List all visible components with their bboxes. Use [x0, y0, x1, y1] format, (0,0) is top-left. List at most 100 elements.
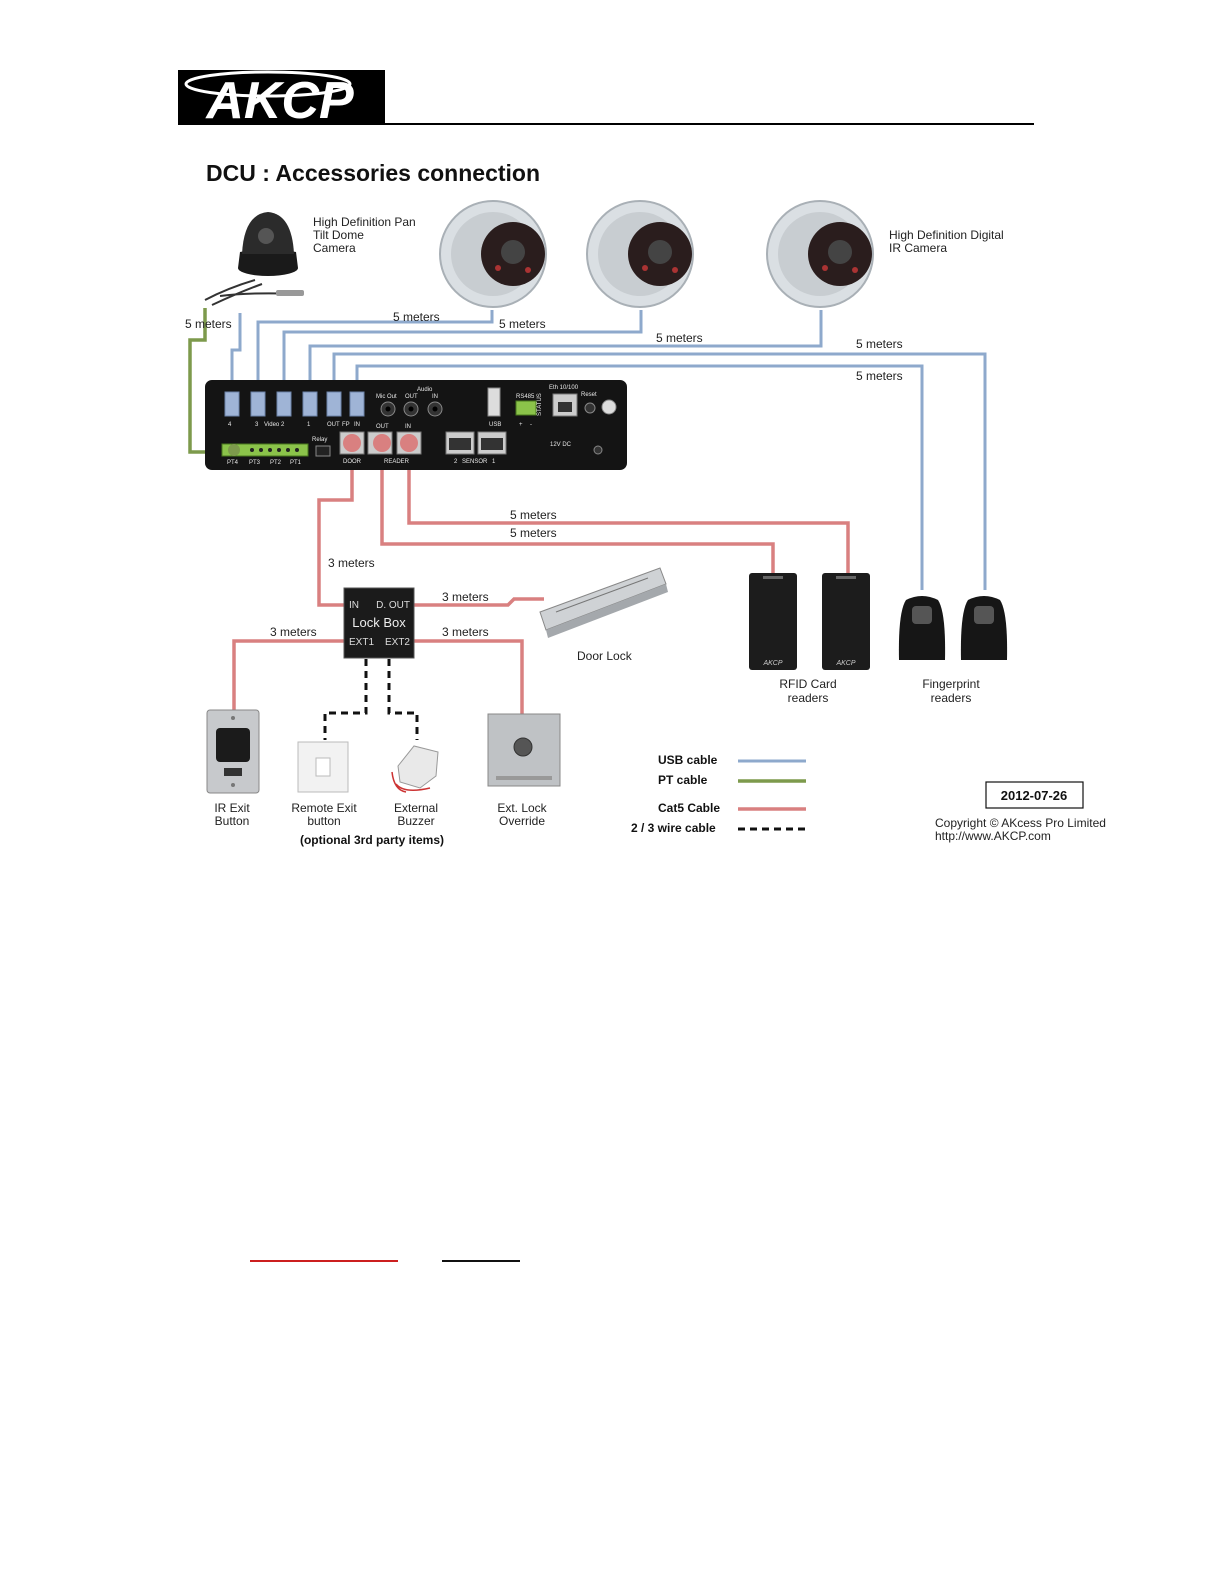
port-status: STATUS [537, 393, 543, 416]
copyright-text: Copyright © AKcess Pro Limited [935, 816, 1106, 830]
rfid-reader-1: AKCP [749, 573, 797, 670]
port-12vdc: 12V DC [550, 442, 572, 448]
port-sensor: SENSOR [462, 459, 488, 465]
lockbox-in: IN [349, 600, 359, 611]
port-rs485: RS485 [516, 394, 535, 400]
svg-text:AKCP: AKCP [762, 660, 782, 667]
fingerprint-reader-1 [899, 596, 945, 660]
relay-terminal [316, 446, 330, 456]
ir-exit-button [207, 710, 259, 793]
port-minus: - [530, 422, 532, 428]
lockbox-title: Lock Box [352, 615, 406, 630]
lock-override [488, 714, 560, 786]
optional-items-note: (optional 3rd party items) [300, 833, 444, 847]
lockbox-ext1: EXT1 [349, 637, 374, 648]
svg-text:High Definition Pan: High Definition Pan [313, 215, 416, 229]
port-audio-in: IN [432, 394, 438, 400]
audio-jacks [381, 402, 442, 416]
port-relay: Relay [312, 437, 327, 443]
remote-exit-label: Remote Exit button [291, 801, 357, 828]
svg-text:Fingerprint: Fingerprint [922, 677, 980, 691]
svg-text:High Definition Digital: High Definition Digital [889, 228, 1004, 242]
dist-fp1: 5 meters [856, 337, 903, 351]
legend: USB cable PT cable Cat5 Cable 2 / 3 wire… [631, 753, 806, 835]
port-pt4: PT4 [227, 460, 239, 466]
port-out: OUT [327, 422, 340, 428]
svg-text:Remote Exit: Remote Exit [291, 801, 357, 815]
svg-text:button: button [307, 814, 340, 828]
svg-text:AKCP: AKCP [835, 660, 855, 667]
svg-text:RFID Card: RFID Card [779, 677, 836, 691]
dist-doorlock: 3 meters [442, 590, 489, 604]
port-fp: FP [342, 422, 350, 428]
legend-wire-label: 2 / 3 wire cable [631, 821, 716, 835]
svg-text:Override: Override [499, 814, 545, 828]
reset-button [585, 403, 595, 413]
page-title: DCU : Accessories connection [206, 160, 540, 186]
port-reader-in: IN [405, 424, 411, 430]
port-audio-out: OUT [405, 394, 418, 400]
rfid-reader-2: AKCP [822, 573, 870, 670]
port-reset: Reset [581, 392, 597, 398]
dist-fp2: 5 meters [856, 369, 903, 383]
legend-cat5-label: Cat5 Cable [658, 801, 720, 815]
door-lock [540, 568, 668, 638]
port-plus: + [519, 422, 523, 428]
svg-text:External: External [394, 801, 438, 815]
legend-pt-label: PT cable [658, 773, 708, 787]
port-micout: Mic Out [376, 394, 397, 400]
port-reader-out: OUT [376, 424, 389, 430]
ir-exit-label: IR Exit Button [214, 801, 250, 828]
usb-host-port [488, 388, 500, 416]
external-buzzer [392, 746, 438, 792]
fingerprint-reader-2 [961, 596, 1007, 660]
svg-text:IR Exit: IR Exit [214, 801, 250, 815]
port-eth: Eth 10/100 [549, 385, 579, 391]
rfid-label: RFID Card readers [779, 677, 836, 705]
port-audio: Audio [417, 387, 433, 393]
lock-box: IN D. OUT Lock Box EXT1 EXT2 [344, 588, 414, 658]
port-in: IN [354, 422, 360, 428]
lockbox-dout: D. OUT [376, 600, 410, 611]
dist-override: 3 meters [442, 625, 489, 639]
ir-camera-1 [440, 201, 546, 307]
dist-cam3: 5 meters [656, 331, 703, 345]
website-url: http://www.AKCP.com [935, 829, 1051, 843]
rs485-terminal [516, 401, 536, 415]
port-pt2: PT2 [270, 460, 282, 466]
svg-text:Button: Button [215, 814, 250, 828]
fingerprint-label: Fingerprint readers [922, 677, 980, 705]
dist-rfid2: 5 meters [510, 526, 557, 540]
date-stamp: 2012-07-26 [1001, 788, 1068, 803]
svg-text:IR Camera: IR Camera [889, 241, 947, 255]
override-label: Ext. Lock Override [497, 801, 547, 828]
svg-text:readers: readers [931, 691, 972, 705]
door-lock-label: Door Lock [577, 649, 633, 663]
ir-camera-2 [587, 201, 693, 307]
lockbox-ext2: EXT2 [385, 637, 410, 648]
port-reader: READER [384, 459, 410, 465]
ptz-camera-label: High Definition Pan Tilt Dome Camera [313, 215, 416, 255]
svg-text:Ext. Lock: Ext. Lock [497, 801, 547, 815]
logo-text: AKCP [204, 72, 354, 130]
port-pt1: PT1 [290, 460, 302, 466]
dist-cam1: 5 meters [393, 310, 440, 324]
dc-jack [594, 446, 602, 454]
ptz-camera [205, 212, 304, 305]
buzzer-label: External Buzzer [394, 801, 438, 828]
svg-text:readers: readers [788, 691, 829, 705]
wire-cables [325, 659, 417, 740]
status-led [602, 400, 616, 414]
svg-text:Camera: Camera [313, 241, 356, 255]
dist-lockbox: 3 meters [328, 556, 375, 570]
legend-usb-label: USB cable [658, 753, 718, 767]
port-pt3: PT3 [249, 460, 261, 466]
port-video: Video [264, 422, 280, 428]
svg-text:Tilt Dome: Tilt Dome [313, 228, 364, 242]
dist-ptz: 5 meters [185, 317, 232, 331]
ir-camera-3 [767, 201, 873, 307]
dist-rfid1: 5 meters [510, 508, 557, 522]
dcu-unit: 4 3 Video 2 1 OUT FP IN Mic Out Audio OU… [205, 380, 627, 470]
